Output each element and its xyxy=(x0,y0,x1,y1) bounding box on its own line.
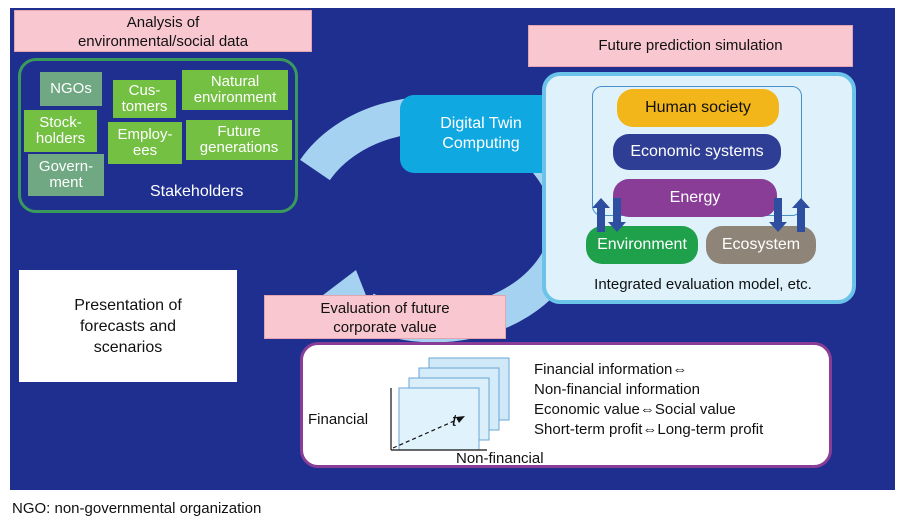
evaluation-item: Short-term profit⇔Long-term profit xyxy=(534,421,764,438)
layer-energy: Energy xyxy=(613,179,777,217)
evaluation-list: Financial information⇔ Non-financial inf… xyxy=(534,360,763,440)
simulation-box xyxy=(542,72,856,304)
axis-y-label: Financial xyxy=(308,411,369,428)
tag-ngos: NGOs xyxy=(40,72,102,106)
exchange-arrows xyxy=(592,198,810,232)
stakeholders-header: Analysis of environmental/social data xyxy=(14,10,312,52)
tag-stockholders: Stock- holders xyxy=(24,110,97,152)
axis-t-label: t xyxy=(452,411,457,430)
tag-government: Govern- ment xyxy=(28,154,104,196)
tag-employees: Employ- ees xyxy=(108,122,182,164)
footnote: NGO: non-governmental organization xyxy=(12,500,262,517)
diagram-canvas: Analysis of environmental/social data NG… xyxy=(10,8,895,490)
tag-natural-environment: Natural environment xyxy=(182,70,288,110)
presentation-box: Presentation of forecasts and scenarios xyxy=(19,270,237,382)
layer-human-society: Human society xyxy=(617,89,779,127)
evaluation-header: Evaluation of future corporate value xyxy=(264,295,506,339)
digital-twin-box: Digital Twin Computing xyxy=(400,95,562,173)
evaluation-item: Economic value⇔Social value xyxy=(534,401,736,418)
tag-customers: Cus- tomers xyxy=(113,80,176,118)
tag-future-generations: Future generations xyxy=(186,120,292,160)
evaluation-item: Financial information⇔ xyxy=(534,361,688,378)
evaluation-item: Non-financial information xyxy=(534,381,700,398)
evaluation-chart xyxy=(390,357,510,451)
axis-x-label: Non-financial xyxy=(456,450,544,467)
evaluation-box xyxy=(300,342,832,468)
layer-environment: Environment xyxy=(586,226,698,264)
layer-ecosystem: Ecosystem xyxy=(706,226,816,264)
stakeholders-label: Stakeholders xyxy=(150,183,244,200)
simulation-caption: Integrated evaluation model, etc. xyxy=(594,276,812,293)
layer-economic-systems: Economic systems xyxy=(613,134,781,170)
simulation-header: Future prediction simulation xyxy=(528,25,853,67)
